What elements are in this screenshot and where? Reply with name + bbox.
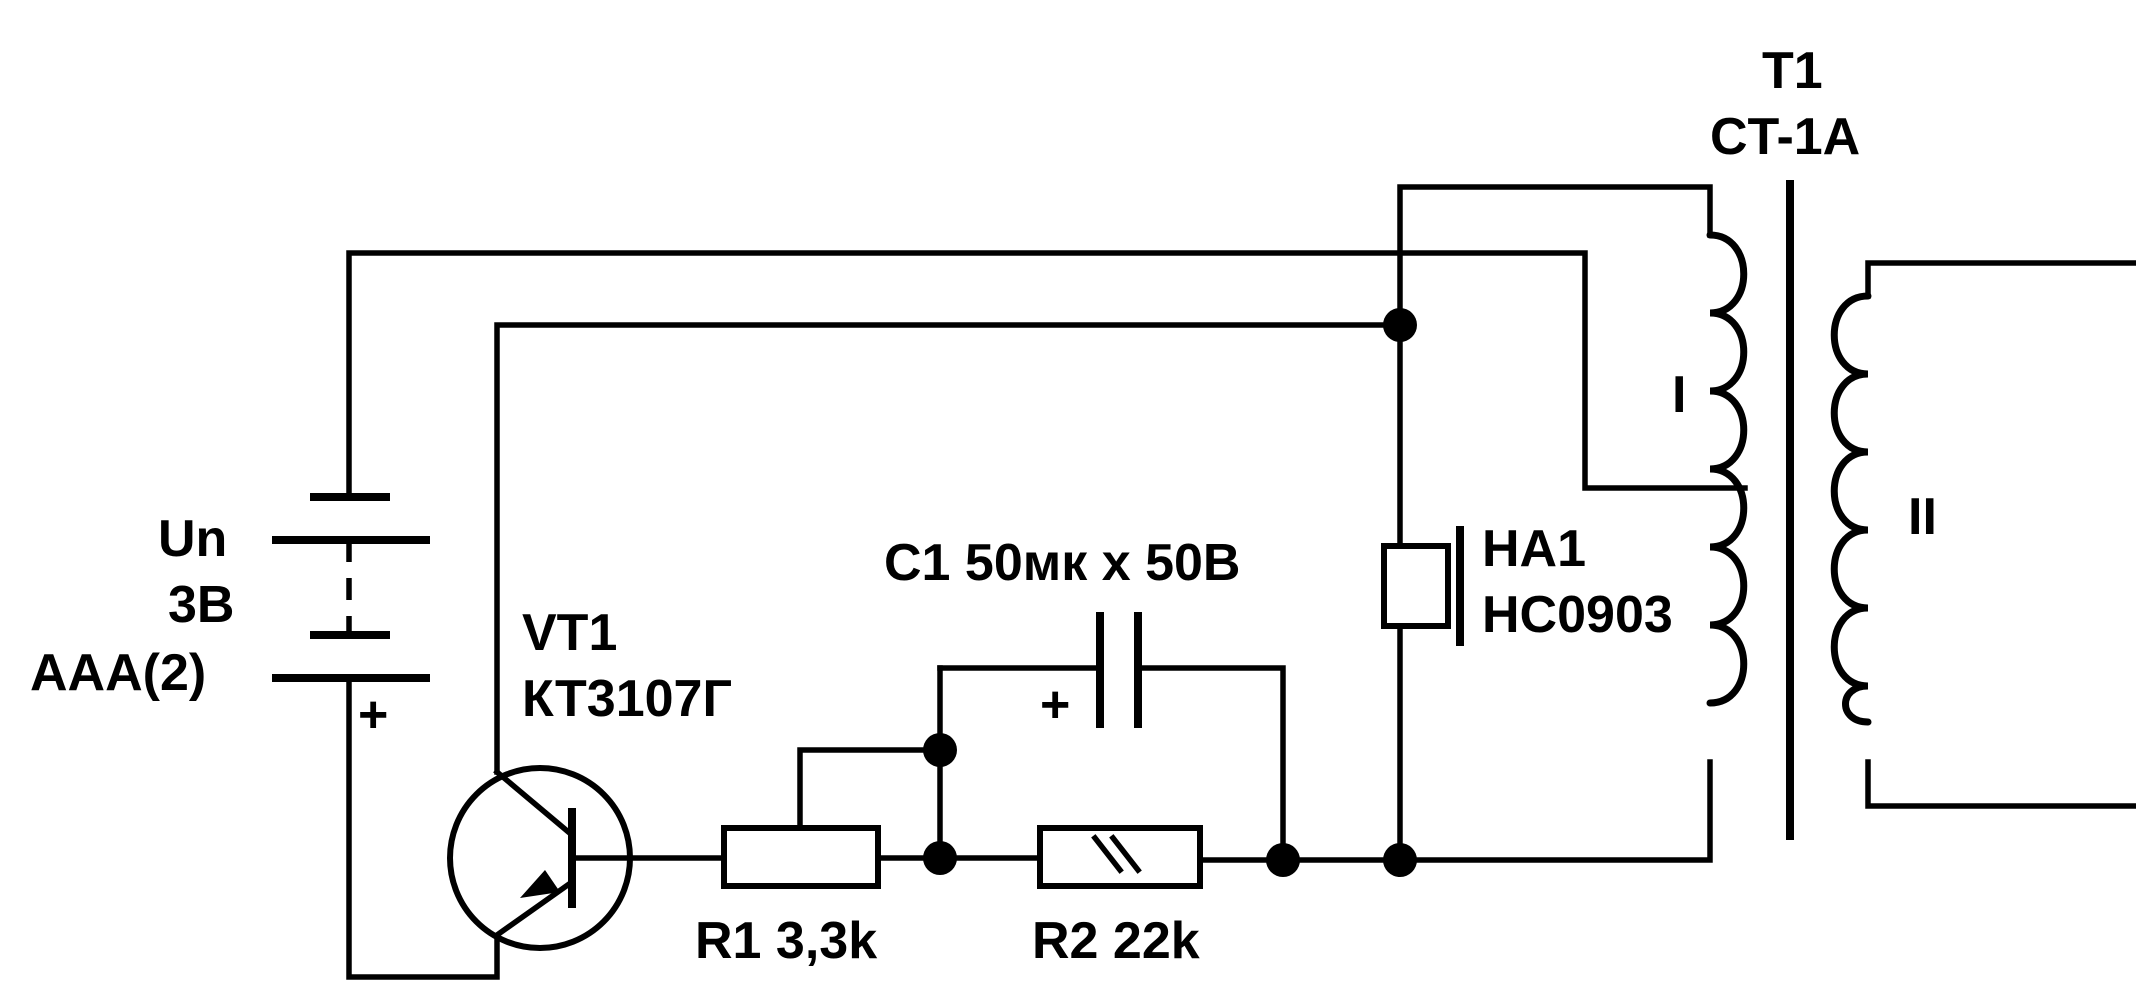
resistor-r2-mark-2: [1109, 834, 1142, 874]
resistor-r1-symbol: [721, 825, 881, 889]
capacitor-polarity-mark: +: [1040, 676, 1070, 734]
wire-junction-to-transformer-top: [1397, 184, 1713, 328]
transistor-emitter-arrow: [520, 870, 560, 898]
capacitor-label: C1 50мк x 50В: [884, 534, 1240, 592]
wire-secondary-bottom: [1865, 759, 2136, 809]
battery-type-label: AAA(2): [30, 644, 206, 702]
wire-secondary-top: [1865, 260, 2136, 299]
transformer-symbol: [1706, 180, 1872, 840]
wire-collector-to-junction: [494, 322, 1403, 775]
buzzer-ref-label: HA1: [1482, 520, 1586, 578]
wire-transformer-bottom: [1397, 759, 1713, 863]
wire-cap-right: [1135, 665, 1286, 863]
transistor-collector-lead: [493, 768, 576, 839]
buzzer-part-label: HC0903: [1482, 586, 1673, 644]
resistor-r1-body: [721, 825, 881, 889]
transistor-emitter-lead: [493, 878, 576, 939]
transformer-secondary-coil: [1830, 292, 1872, 726]
battery-voltage-label: 3B: [168, 576, 234, 634]
transistor-symbol: [447, 765, 633, 951]
resistor-r2-symbol: [1037, 825, 1203, 889]
wire-r1-wiper: [797, 747, 943, 831]
junction-dot-r1-r2: [923, 841, 957, 875]
resistor-r2-mark-1: [1091, 834, 1124, 874]
buzzer-body: [1381, 543, 1451, 629]
buzzer-symbol: [1381, 526, 1464, 646]
transformer-secondary-label: II: [1908, 488, 1937, 546]
junction-dots: [923, 308, 1417, 877]
transformer-primary-coil: [1706, 231, 1748, 707]
capacitor-symbol: [1096, 612, 1142, 728]
transistor-part-label: КТ3107Г: [522, 670, 732, 728]
wires: [346, 184, 2136, 980]
transistor-ref-label: VT1: [522, 604, 617, 662]
junction-dot-top: [1383, 308, 1417, 342]
resistor-r2-label: R2 22k: [1032, 912, 1200, 970]
junction-dot-r1-wiper: [923, 733, 957, 767]
battery-polarity-mark: +: [358, 686, 388, 744]
junction-dot-r2-cap: [1266, 843, 1300, 877]
transformer-primary-label: I: [1672, 366, 1686, 424]
battery-symbol: [272, 493, 430, 682]
wire-battery-to-tap: [346, 250, 1748, 500]
transformer-ref-label: T1: [1762, 42, 1823, 100]
battery-name-label: Un: [158, 510, 227, 568]
wire-emitter-to-battery: [346, 675, 500, 980]
resistor-r2-body: [1037, 825, 1203, 889]
resistor-r1-label: R1 3,3k: [695, 912, 877, 970]
junction-dot-bottom: [1383, 843, 1417, 877]
transformer-part-label: CT-1A: [1710, 108, 1860, 166]
